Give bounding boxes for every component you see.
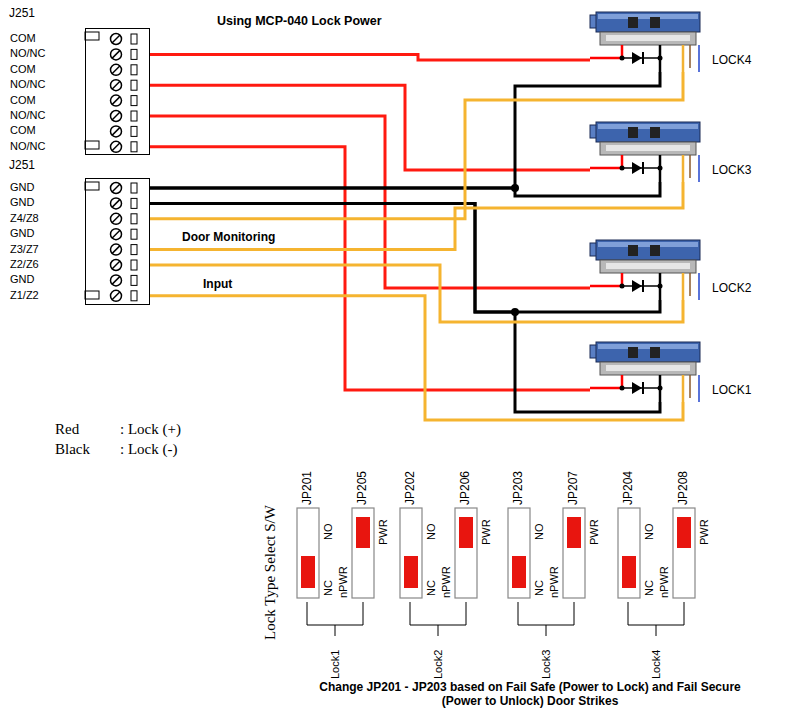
node-label: LOCK3: [712, 164, 751, 178]
legend-text: : Lock (+): [120, 421, 181, 438]
node-label: LOCK4: [712, 54, 751, 68]
pin-label: GND: [10, 227, 34, 240]
position-label: NC: [425, 580, 438, 596]
wire: [150, 54, 590, 60]
position-label: NO: [322, 524, 335, 541]
bracket: [518, 602, 574, 636]
wire: [150, 182, 660, 196]
node-label: J251: [9, 7, 35, 21]
jumper-switch: [618, 508, 695, 636]
bracket: [307, 602, 363, 636]
pin-label: Z1/Z2: [10, 289, 39, 302]
legend-color: Red: [55, 421, 79, 438]
door-strike: [590, 342, 700, 402]
section-label: Lock Type Select S/W: [262, 505, 279, 640]
pin-label: NO/NC: [10, 78, 45, 91]
position-label: NO: [425, 524, 438, 541]
position-label: NC: [533, 580, 546, 596]
pin-label: NO/NC: [10, 140, 45, 153]
pin-label: GND: [10, 196, 34, 209]
signal-label: Door Monitoring: [182, 231, 275, 245]
legend-text: : Lock (-): [120, 441, 177, 458]
wire: [150, 85, 590, 170]
lock-group-label: Lock2: [432, 650, 445, 679]
jumper-name: JP201: [301, 471, 315, 505]
pin-label: GND: [10, 181, 34, 194]
pin-label: COM: [10, 124, 36, 137]
lock-group-label: Lock1: [329, 650, 342, 679]
position-label: NO: [533, 524, 546, 541]
position-label: NC: [643, 580, 656, 596]
pin-label: COM: [10, 63, 36, 76]
position-label: PWR: [588, 519, 601, 545]
door-strike: [590, 122, 700, 182]
position-label: nPWR: [548, 566, 561, 598]
jumper-name: JP203: [512, 471, 526, 505]
pin-label: COM: [10, 32, 36, 45]
signal-label: Input: [203, 278, 232, 292]
node-label: LOCK2: [712, 282, 751, 296]
door-strike: LOCK1: [590, 340, 705, 402]
pin-label: GND: [10, 273, 34, 286]
jumper-switch: [508, 508, 585, 636]
terminal-block: J251: [85, 28, 150, 155]
wire: [150, 265, 683, 322]
lock-group-label: Lock3: [540, 650, 553, 679]
door-strike: LOCK4: [590, 10, 705, 72]
pin-label: Z4/Z8: [10, 212, 39, 225]
jumper-switch: [297, 508, 374, 636]
pin-label: NO/NC: [10, 109, 45, 122]
door-strike: [590, 12, 700, 72]
position-label: NO: [643, 524, 656, 541]
wire: [150, 203, 660, 412]
node-label: J251: [9, 159, 35, 173]
jumper-name: JP208: [677, 471, 691, 505]
door-strike: [590, 240, 700, 300]
bracket: [410, 602, 466, 636]
wire: [150, 72, 660, 188]
position-label: nPWR: [658, 566, 671, 598]
terminal-block: [85, 182, 137, 301]
position-label: nPWR: [337, 566, 350, 598]
pin-label: Z2/Z6: [10, 258, 39, 271]
wire: [150, 296, 683, 420]
jumper-name: JP206: [459, 471, 473, 505]
jumper-switch: [400, 508, 477, 636]
position-label: NC: [322, 580, 335, 596]
lock-group-label: Lock4: [650, 650, 663, 679]
wire: [150, 72, 683, 219]
wire: [150, 182, 683, 250]
position-label: nPWR: [440, 566, 453, 598]
bracket: [628, 602, 684, 636]
jumper-name: JP205: [356, 471, 370, 505]
jumper-name: JP204: [622, 471, 636, 505]
jumper-name: JP207: [567, 471, 581, 505]
position-label: PWR: [377, 519, 390, 545]
caption: Change JP201 - JP203 based on Fail Safe …: [318, 680, 742, 708]
pin-label: COM: [10, 94, 36, 107]
jumper-name: JP202: [404, 471, 418, 505]
door-strike: LOCK2: [590, 238, 705, 300]
position-label: PWR: [480, 519, 493, 545]
pin-label: Z3/Z7: [10, 243, 39, 256]
terminal-block: J251: [85, 178, 150, 305]
node-label: LOCK1: [712, 384, 751, 398]
terminal-block: [85, 32, 137, 152]
position-label: PWR: [698, 519, 711, 545]
legend-color: Black: [55, 441, 90, 458]
title: Using MCP-040 Lock Power: [217, 14, 382, 28]
door-strike: LOCK3: [590, 120, 705, 182]
wire: [150, 147, 590, 390]
pin-label: NO/NC: [10, 47, 45, 60]
